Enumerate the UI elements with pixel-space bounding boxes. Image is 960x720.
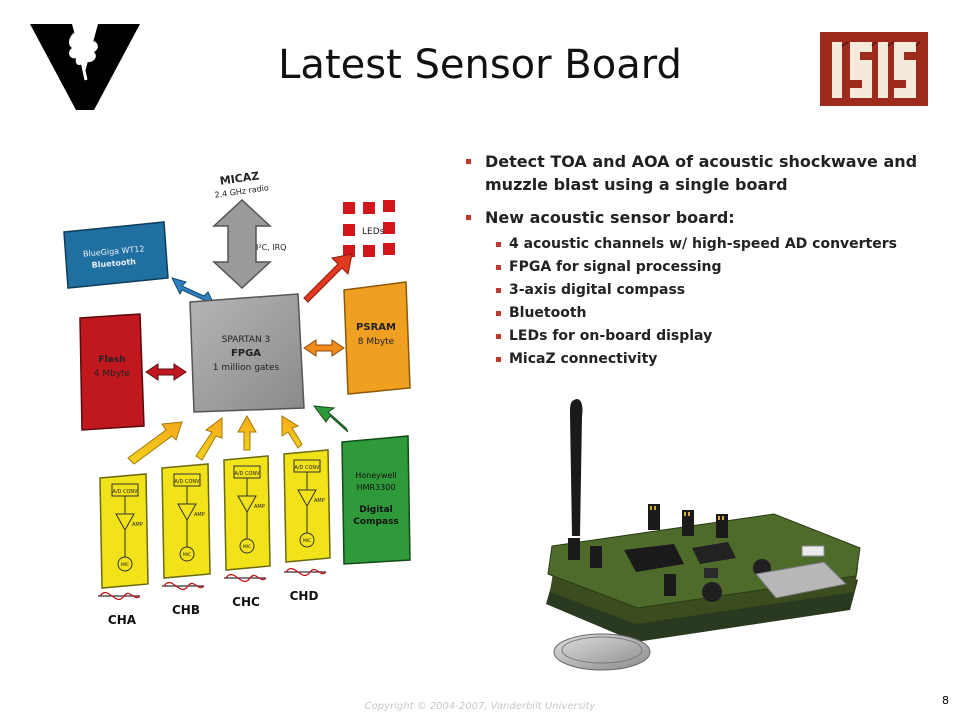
channel-arrow xyxy=(195,417,223,461)
psram-module: PSRAM 8 Mbyte xyxy=(343,281,411,395)
chip xyxy=(692,542,736,564)
sub-bullet-text: MicaZ connectivity xyxy=(509,351,658,367)
bullet-item: New acoustic sensor board: xyxy=(466,206,936,229)
sub-bullet-text: FPGA for signal processing xyxy=(509,259,722,275)
fpga-chip-photo xyxy=(624,544,684,572)
capacitor xyxy=(704,568,718,578)
compass-module: Honeywell HMR3300 Digital Compass xyxy=(341,435,411,565)
svg-text:PSRAM: PSRAM xyxy=(356,322,396,333)
sub-bullet-item: FPGA for signal processing xyxy=(496,256,936,279)
svg-text:Bluetooth: Bluetooth xyxy=(91,257,136,270)
bullet-marker xyxy=(496,311,501,316)
channel-arrow xyxy=(281,415,303,449)
leds-arrow xyxy=(303,253,353,303)
sensor-board-block-diagram: MICAZ 2.4 GHz radio I²C, IRQ LEDs BlueGi… xyxy=(63,169,411,627)
inductor xyxy=(702,582,722,602)
svg-text:MICAZ: MICAZ xyxy=(219,169,260,187)
sd-card-slot xyxy=(755,561,848,599)
bullet-marker xyxy=(466,215,471,220)
bullet-marker xyxy=(496,334,501,339)
svg-text:4 Mbyte: 4 Mbyte xyxy=(94,369,131,379)
svg-text:SPARTAN 3: SPARTAN 3 xyxy=(222,335,271,345)
connector-white xyxy=(801,545,825,557)
sub-bullet-text: LEDs for on-board display xyxy=(509,328,713,344)
svg-text:8 Mbyte: 8 Mbyte xyxy=(358,337,395,347)
bullet-text: New acoustic sensor board: xyxy=(485,208,735,227)
sensor-board-photo xyxy=(546,398,861,671)
svg-text:Compass: Compass xyxy=(353,517,398,527)
channel-board-chb: A/D CONV AMP MIC xyxy=(161,463,211,579)
bullet-text: Detect TOA and AOA of acoustic shockwave… xyxy=(485,152,918,194)
channel-label-chc: CHC xyxy=(232,595,260,609)
bullet-list: Detect TOA and AOA of acoustic shockwave… xyxy=(466,150,936,371)
sub-bullet-text: 4 acoustic channels w/ high-speed AD con… xyxy=(509,236,897,252)
svg-text:MIC: MIC xyxy=(243,544,251,550)
svg-text:MIC: MIC xyxy=(121,562,129,568)
svg-text:AMP: AMP xyxy=(254,504,265,510)
compass-arrow xyxy=(312,405,349,433)
vanderbilt-logo xyxy=(30,24,140,110)
svg-text:1 million gates: 1 million gates xyxy=(213,363,280,373)
sub-bullet-item: MicaZ connectivity xyxy=(496,348,936,371)
svg-text:A/D CONV: A/D CONV xyxy=(234,471,260,477)
svg-text:AMP: AMP xyxy=(314,498,325,504)
page-number: 8 xyxy=(942,694,949,707)
leds-label: LEDs xyxy=(362,227,385,237)
fpga-chip: SPARTAN 3 FPGA 1 million gates xyxy=(189,293,305,413)
svg-text:Honeywell: Honeywell xyxy=(355,471,397,480)
svg-text:AMP: AMP xyxy=(194,512,205,518)
svg-text:A/D CONV: A/D CONV xyxy=(294,465,320,471)
svg-text:A/D CONV: A/D CONV xyxy=(174,479,200,485)
channel-board-chd: A/D CONV AMP MIC xyxy=(283,449,331,563)
psram-arrow xyxy=(303,339,345,357)
svg-text:HMR3300: HMR3300 xyxy=(357,483,396,492)
bullet-marker xyxy=(466,159,471,164)
header-connectors xyxy=(568,504,728,596)
channel-label-chd: CHD xyxy=(290,589,319,603)
channel-arrow xyxy=(127,421,183,465)
bullet-item: Detect TOA and AOA of acoustic shockwave… xyxy=(466,150,936,196)
svg-text:MIC: MIC xyxy=(303,538,311,544)
sub-bullet-item: 4 acoustic channels w/ high-speed AD con… xyxy=(496,233,936,256)
bullet-marker xyxy=(496,357,501,362)
sub-bullet-text: 3-axis digital compass xyxy=(509,282,686,298)
bullet-marker xyxy=(496,288,501,293)
i2c-irq-label: I²C, IRQ xyxy=(256,243,286,252)
sub-bullet-item: 3-axis digital compass xyxy=(496,279,936,302)
bullet-marker xyxy=(496,265,501,270)
sub-bullet-item: LEDs for on-board display xyxy=(496,325,936,348)
copyright-footer: Copyright © 2004-2007, Vanderbilt Univer… xyxy=(364,701,596,712)
svg-text:FPGA: FPGA xyxy=(231,348,261,359)
micaz-label: MICAZ 2.4 GHz radio xyxy=(214,169,269,199)
isis-logo xyxy=(820,32,928,106)
svg-text:MIC: MIC xyxy=(183,552,191,558)
sub-bullet-text: Bluetooth xyxy=(509,305,587,321)
flash-module: Flash 4 Mbyte xyxy=(79,313,145,431)
coin-rim xyxy=(561,636,643,664)
channel-board-chc: A/D CONV AMP MIC xyxy=(223,455,271,571)
quarter-coin xyxy=(553,633,651,671)
slide-title: Latest Sensor Board xyxy=(278,42,682,88)
waveforms xyxy=(98,567,327,601)
micaz-double-arrow xyxy=(212,198,272,290)
svg-text:Digital: Digital xyxy=(359,505,393,515)
antenna xyxy=(570,398,583,536)
channel-label-cha: CHA xyxy=(108,613,137,627)
channel-arrow xyxy=(237,414,257,451)
header-pins xyxy=(650,506,724,520)
flash-arrow xyxy=(145,363,187,381)
sub-bullet-item: Bluetooth xyxy=(496,302,936,325)
svg-text:AMP: AMP xyxy=(132,522,143,528)
channel-label-chb: CHB xyxy=(172,603,200,617)
bluetooth-module: BlueGiga WT12 Bluetooth xyxy=(63,221,169,289)
channel-board-cha: A/D CONV AMP MIC xyxy=(99,473,149,589)
svg-text:Flash: Flash xyxy=(98,355,125,365)
svg-text:A/D CONV: A/D CONV xyxy=(112,489,138,495)
bullet-marker xyxy=(496,242,501,247)
